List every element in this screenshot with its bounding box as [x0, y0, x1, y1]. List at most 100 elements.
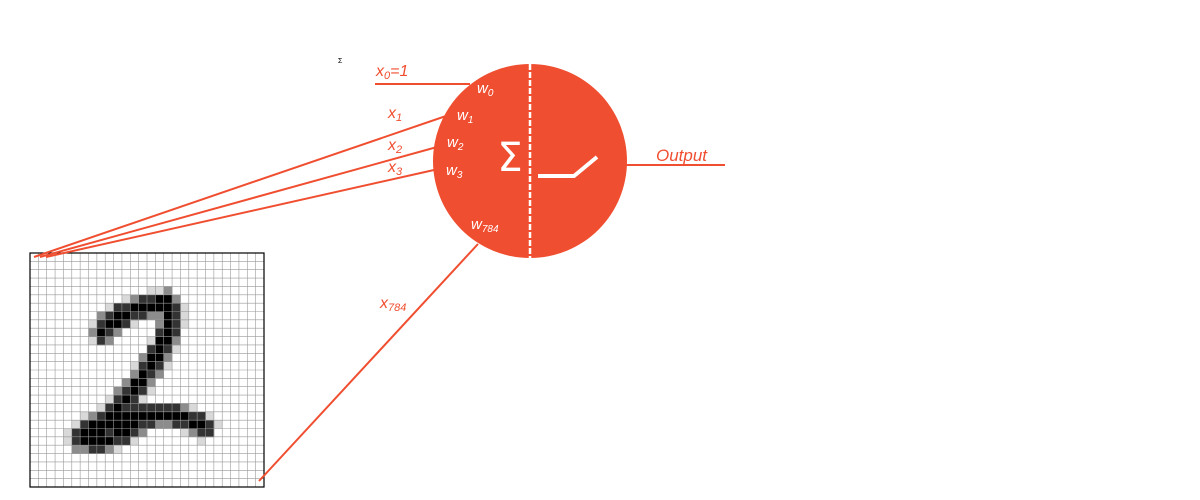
- digit-pixel: [105, 328, 114, 337]
- digit-pixel: [96, 411, 106, 421]
- digit-pixel: [147, 344, 156, 354]
- digit-pixel: [113, 403, 123, 413]
- digit-pixel: [138, 294, 148, 304]
- digit-pixel: [96, 445, 106, 454]
- wire-x2: [39, 146, 438, 258]
- digit-pixel: [63, 428, 73, 438]
- digit-pixel: [172, 328, 181, 337]
- digit-pixel: [113, 436, 123, 446]
- digit-pixel: [88, 436, 98, 446]
- digit-pixel: [80, 445, 89, 454]
- digit-pixel: [113, 420, 123, 429]
- digit-pixel: [121, 311, 131, 321]
- digit-pixel: [113, 303, 123, 312]
- digit-pixel: [172, 303, 181, 312]
- digit-pixel: [138, 361, 148, 371]
- digit-pixel: [80, 428, 89, 438]
- digit-pixel: [138, 420, 148, 429]
- digit-pixel: [105, 428, 114, 438]
- digit-pixel: [188, 428, 198, 438]
- weight-w3: w3: [446, 162, 463, 181]
- digit-pixel: [180, 319, 190, 329]
- digit-pixel: [96, 336, 106, 346]
- digit-pixel: [96, 319, 106, 329]
- digit-pixel: [88, 420, 98, 429]
- digit-pixel: [147, 420, 156, 429]
- digit-pixel: [113, 328, 123, 337]
- digit-pixel: [180, 311, 190, 321]
- digit-pixel: [155, 336, 165, 346]
- digit-pixel: [197, 436, 206, 446]
- digit-pixel: [172, 311, 181, 321]
- digit-pixel: [130, 319, 139, 329]
- digit-pixel: [155, 303, 165, 312]
- digit-pixel: [172, 319, 181, 329]
- digit-pixel: [197, 420, 206, 429]
- digit-pixel: [71, 420, 81, 429]
- digit-pixel: [163, 303, 173, 312]
- digit-pixel: [147, 336, 156, 346]
- digit-pixel: [113, 395, 123, 404]
- digit-pixel: [155, 353, 165, 362]
- digit-pixel: [88, 328, 98, 337]
- digit-pixel: [188, 411, 198, 421]
- digit-pixel: [130, 311, 139, 321]
- digit-pixel: [113, 445, 123, 454]
- digit-pixel: [130, 303, 139, 312]
- digit-pixel: [147, 286, 156, 296]
- digit-pixel: [147, 370, 156, 379]
- digit-pixel: [172, 403, 181, 413]
- digit-pixel: [88, 336, 98, 346]
- digit-pixel: [138, 303, 148, 312]
- digit-pixel: [113, 311, 123, 321]
- digit-pixel: [163, 420, 173, 429]
- digit-pixel: [147, 361, 156, 371]
- digit-pixel: [130, 378, 139, 388]
- handwritten-digit-2: [63, 286, 223, 454]
- digit-pixel: [113, 319, 123, 329]
- digit-pixel: [71, 436, 81, 446]
- digit-pixel: [121, 386, 131, 396]
- digit-pixel: [105, 311, 114, 321]
- relu-icon: [538, 155, 599, 178]
- weight-w0: w0: [477, 80, 494, 99]
- mnist-digit-image: [29, 252, 265, 488]
- digit-pixel: [163, 294, 173, 304]
- digit-pixel: [155, 361, 165, 371]
- output-label: Output: [656, 146, 708, 165]
- digit-pixel: [105, 319, 114, 329]
- neuron: Σ w0 w1 w2 w3 w784: [433, 64, 627, 258]
- wire-x3: [45, 169, 435, 258]
- digit-pixel: [172, 294, 181, 304]
- digit-pixel: [105, 303, 114, 312]
- corner-sigma-mark: Σ: [338, 58, 343, 65]
- digit-pixel: [205, 428, 215, 438]
- digit-pixel: [147, 311, 156, 321]
- digit-pixel: [155, 294, 165, 304]
- input-x1-label: x1: [387, 105, 402, 124]
- digit-pixel: [130, 395, 139, 404]
- digit-pixel: [155, 344, 165, 354]
- digit-pixel: [180, 420, 190, 429]
- digit-pixel: [121, 436, 131, 446]
- digit-pixel: [113, 411, 123, 421]
- digit-pixel: [113, 428, 123, 438]
- wire-x1: [33, 115, 447, 258]
- digit-pixel: [163, 328, 173, 337]
- digit-pixel: [130, 294, 139, 304]
- digit-pixel: [155, 286, 165, 296]
- digit-pixel: [130, 361, 139, 371]
- digit-pixel: [163, 353, 173, 362]
- digit-pixel: [130, 403, 139, 413]
- digit-pixel: [96, 420, 106, 429]
- pixel-grid: [30, 253, 264, 487]
- digit-pixel: [155, 311, 165, 321]
- input-x2-label: x2: [387, 137, 402, 156]
- digit-pixel: [96, 328, 106, 337]
- digit-pixel: [88, 428, 98, 438]
- digit-pixel: [180, 403, 190, 413]
- digit-pixel: [155, 403, 165, 413]
- digit-pixel: [163, 286, 173, 296]
- digit-pixel: [147, 294, 156, 304]
